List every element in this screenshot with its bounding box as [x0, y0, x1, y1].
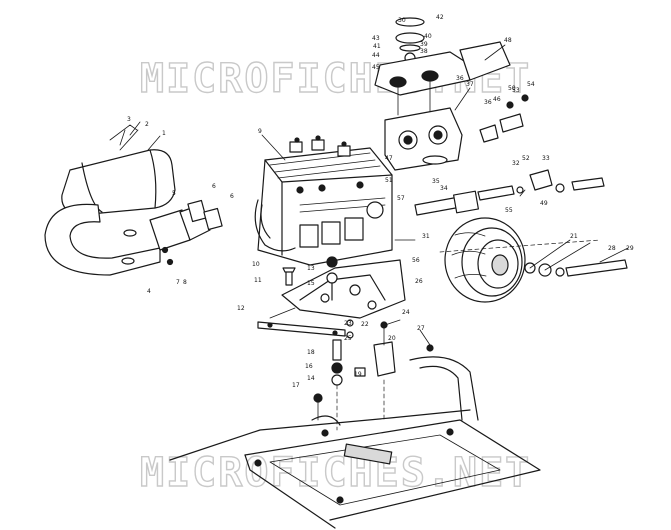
callout-33: 33: [542, 155, 550, 162]
callout-13: 13: [307, 265, 315, 272]
callout-9: 9: [258, 128, 262, 135]
callout-11: 11: [254, 277, 262, 284]
callout-54: 54: [527, 81, 535, 88]
callout-3: 3: [127, 116, 131, 123]
callout-26: 26: [415, 278, 423, 285]
water-pump-housing: [384, 107, 463, 171]
callout-36b: 36: [456, 75, 464, 82]
callout-6b: 6: [230, 193, 234, 200]
callout-1: 1: [162, 130, 166, 137]
callout-7: 7: [176, 279, 180, 286]
callout-47: 47: [385, 155, 393, 162]
chassis-frame: [169, 356, 541, 529]
callout-52: 52: [522, 155, 530, 162]
exhaust-manifold: [149, 199, 223, 266]
engine-block: [254, 135, 393, 266]
callout-49: 49: [540, 200, 548, 207]
engine-mount-plate: [281, 259, 406, 319]
callout-34: 34: [440, 185, 448, 192]
callout-48: 48: [504, 37, 512, 44]
exhaust-pipe: [44, 203, 161, 276]
callout-25: 25: [344, 335, 352, 342]
callout-38: 38: [420, 48, 428, 55]
callout-29: 29: [626, 245, 634, 252]
callout-57: 57: [397, 195, 405, 202]
callout-19: 19: [354, 371, 362, 378]
callout-45: 45: [372, 64, 380, 71]
callout-35: 35: [432, 178, 440, 185]
callout-42: 42: [436, 14, 444, 21]
callout-39: 39: [420, 41, 428, 48]
callout-27: 27: [417, 325, 425, 332]
callout-labels: 1 2 3 4 5 6 6 7 8 9 10 11 12 13 14 15 16…: [127, 14, 634, 389]
callout-4: 4: [147, 288, 151, 295]
callout-51: 51: [385, 177, 393, 184]
callout-18: 18: [307, 349, 315, 356]
callout-55: 55: [505, 207, 513, 214]
drive-clutch: [439, 217, 628, 303]
callout-21: 21: [570, 233, 578, 240]
callout-2: 2: [145, 121, 149, 128]
callout-22: 22: [361, 321, 369, 328]
callout-17: 17: [292, 382, 300, 389]
callout-28: 28: [608, 245, 616, 252]
callout-43: 43: [372, 35, 380, 42]
leader-lines: [119, 44, 629, 346]
drive-shaft-assembly: [414, 94, 605, 216]
callout-56: 56: [412, 257, 420, 264]
callout-32: 32: [512, 160, 520, 167]
mount-bracket: [257, 321, 346, 337]
callout-6a: 6: [212, 183, 216, 190]
callout-53: 53: [512, 87, 520, 94]
callout-8: 8: [183, 279, 187, 286]
callout-15: 15: [307, 280, 315, 287]
callout-36a: 36: [484, 99, 492, 106]
watermark-bottom: MICROFICHES.NET: [140, 450, 531, 496]
callout-24: 24: [402, 309, 410, 316]
callout-44: 44: [372, 52, 380, 59]
callout-14: 14: [307, 375, 315, 382]
callout-23: 23: [344, 320, 352, 327]
callout-31: 31: [422, 233, 430, 240]
callout-5: 5: [172, 190, 176, 197]
callout-10: 10: [252, 261, 260, 268]
callout-46: 46: [493, 96, 501, 103]
callout-30: 30: [398, 17, 406, 24]
callout-50: 50: [508, 85, 516, 92]
callout-37: 37: [466, 81, 474, 88]
top-cover-assembly: [374, 17, 511, 116]
callout-16: 16: [305, 363, 313, 370]
callout-20: 20: [388, 335, 396, 342]
callout-41: 41: [373, 43, 381, 50]
callout-40: 40: [424, 33, 432, 40]
callout-12: 12: [237, 305, 245, 312]
